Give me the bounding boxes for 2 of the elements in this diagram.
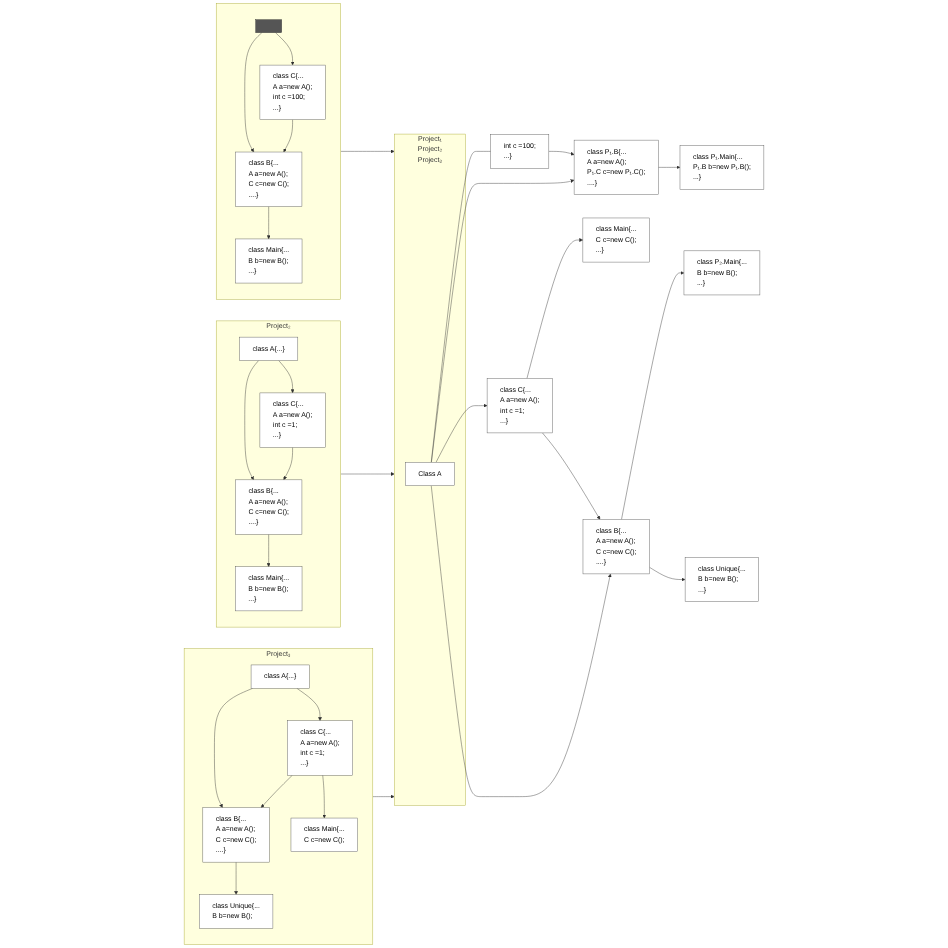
node-box — [255, 19, 282, 33]
cluster — [215, 3, 341, 300]
